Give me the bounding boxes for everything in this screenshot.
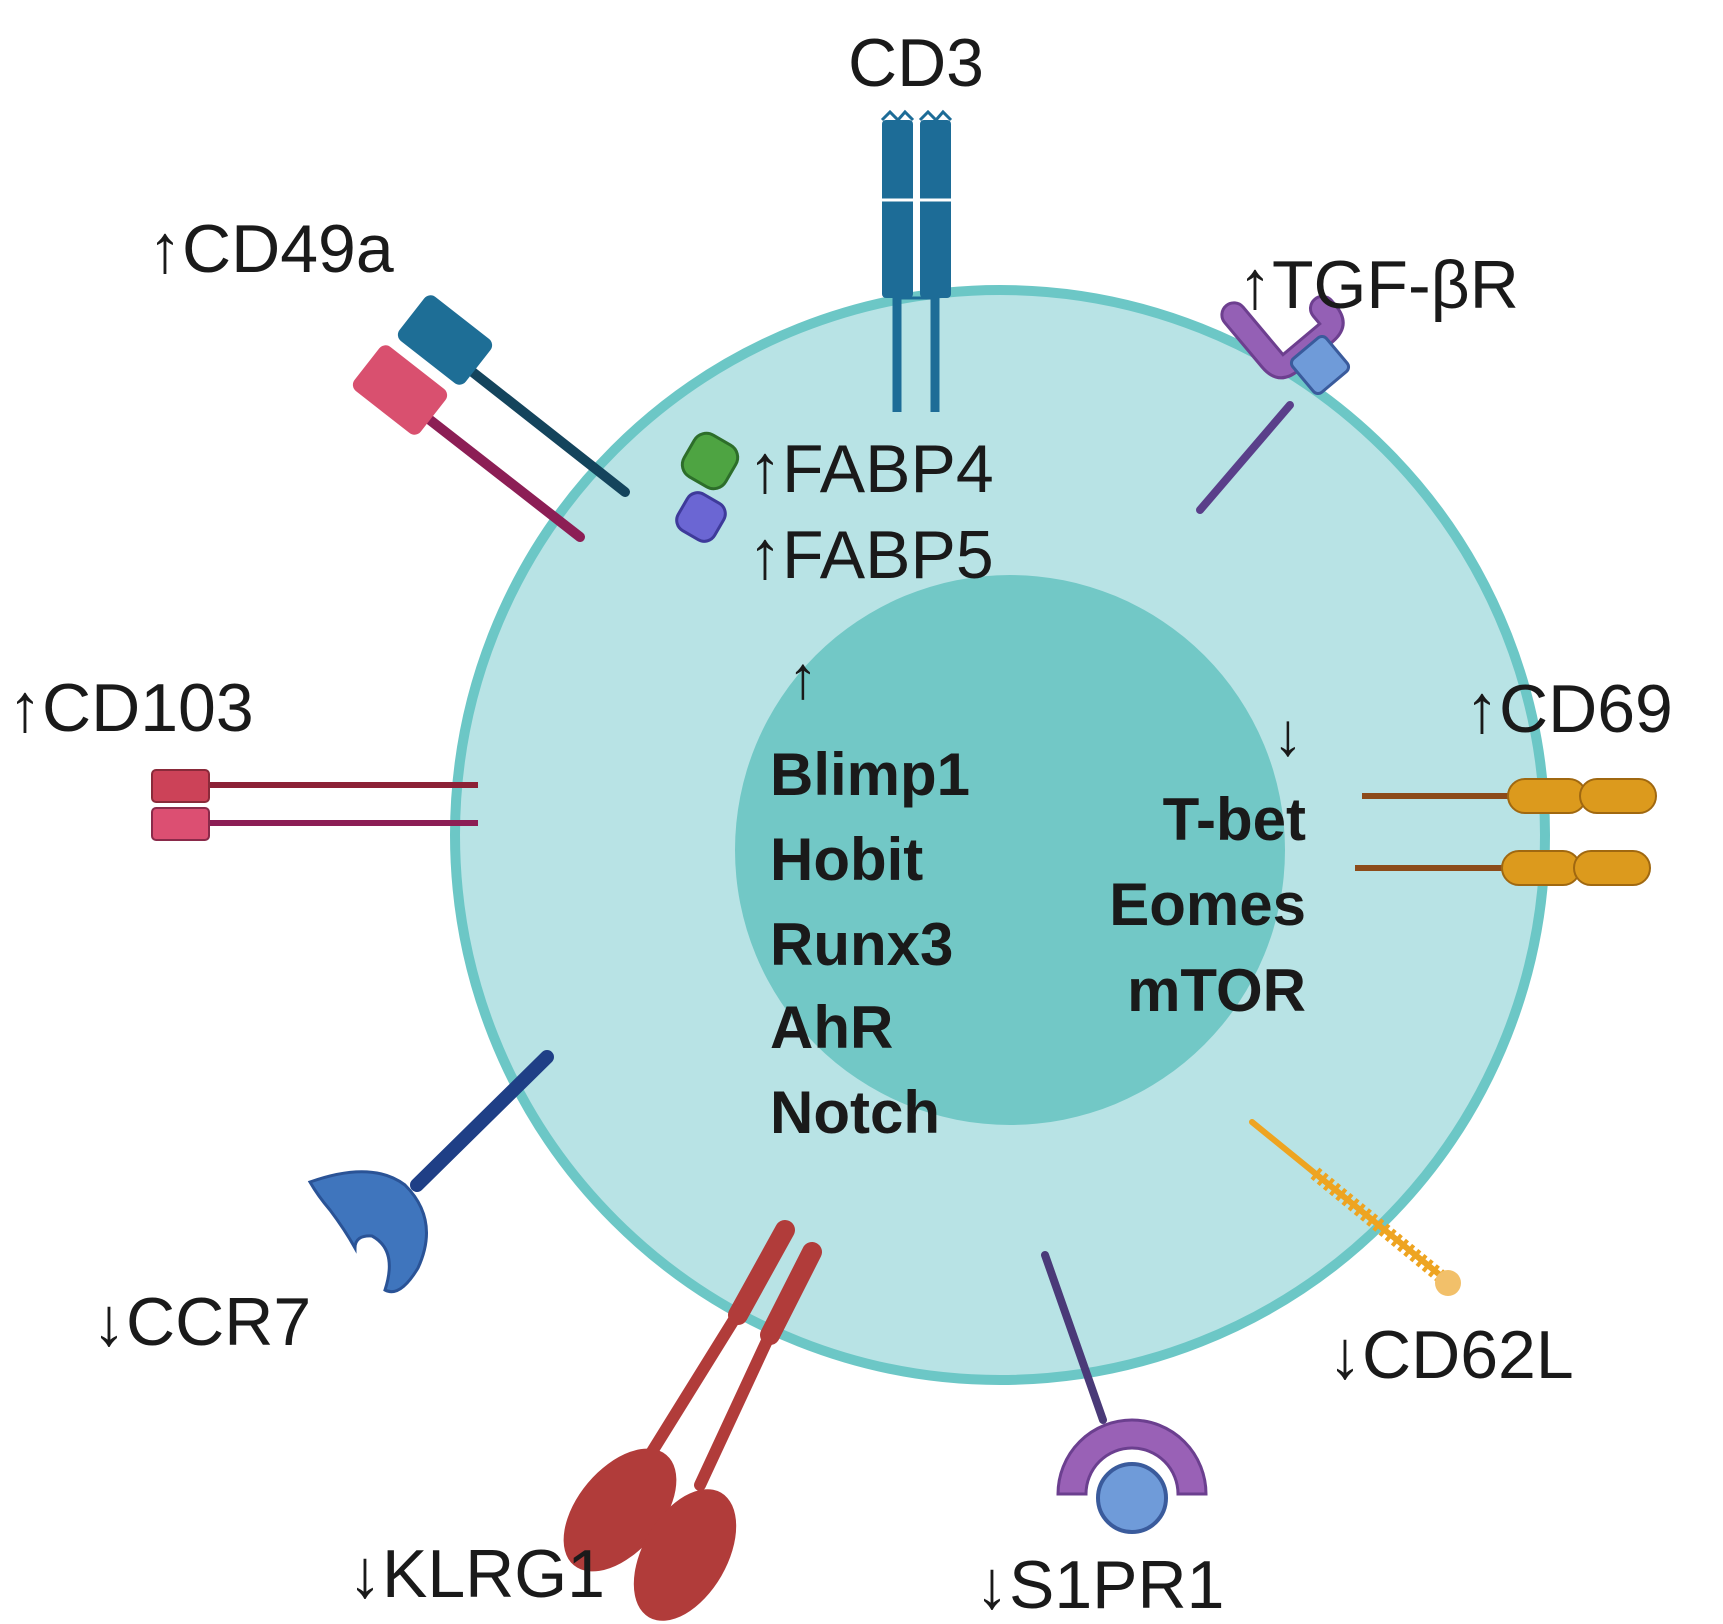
up-regulated-factors: ↑ Blimp1 Hobit Runx3 AhR Notch (770, 644, 970, 1146)
factor-item: T-bet (1163, 786, 1306, 853)
factor-item: Runx3 (770, 911, 953, 978)
ccr7-label: ↓CCR7 (92, 1284, 311, 1360)
cd49a-label: ↑CD49a (148, 211, 394, 287)
cd62l-receptor-icon (1249, 1119, 1461, 1296)
fabp4-icon (680, 431, 740, 491)
cd49a-receptor-icon (352, 295, 630, 542)
cd69-receptor-icon (1355, 778, 1657, 886)
cd3-receptor-icon (880, 109, 953, 412)
cd103-label: ↑CD103 (8, 670, 254, 746)
ccr7-receptor-icon (307, 1050, 554, 1294)
cd69-label: ↑CD69 (1465, 671, 1673, 747)
klrg1-receptor-icon (563, 1220, 822, 1621)
s1pr1-receptor-icon (1041, 1251, 1208, 1534)
klrg1-label: ↓KLRG1 (348, 1536, 605, 1612)
down-arrow: ↓ (1273, 701, 1303, 768)
fabp5-label: ↑FABP5 (748, 517, 994, 593)
fabp4-label: ↑FABP4 (748, 431, 994, 507)
fabp5-icon (675, 491, 727, 543)
tgfbr-receptor-icon (1196, 294, 1351, 514)
factor-item: Blimp1 (770, 741, 970, 808)
cd3-label: CD3 (848, 25, 984, 101)
factor-item: mTOR (1127, 957, 1306, 1024)
up-arrow: ↑ (788, 644, 818, 711)
factor-item: AhR (770, 994, 893, 1061)
factor-item: Notch (770, 1079, 940, 1146)
nucleus (735, 575, 1285, 1125)
cd103-receptor-icon (151, 769, 478, 841)
tgfbr-label: ↑TGF-βR (1238, 247, 1519, 323)
factor-item: Eomes (1109, 871, 1306, 938)
cd62l-label: ↓CD62L (1328, 1317, 1574, 1393)
down-regulated-factors: ↓ T-bet Eomes mTOR (1109, 701, 1306, 1024)
factor-item: Hobit (770, 826, 923, 893)
s1pr1-label: ↓S1PR1 (975, 1547, 1224, 1623)
